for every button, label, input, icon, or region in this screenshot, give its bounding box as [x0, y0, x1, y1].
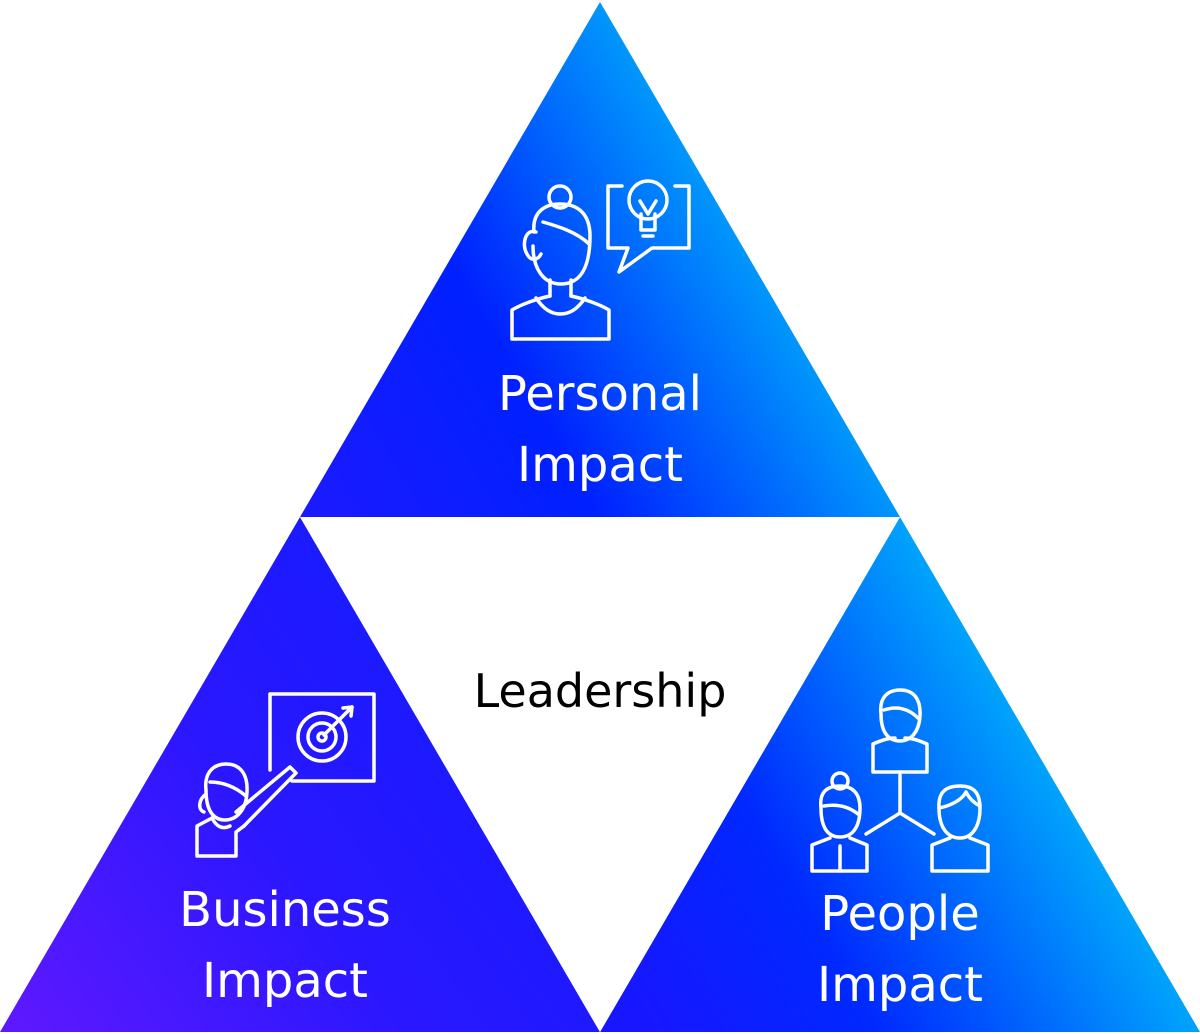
- woman-idea-icon: [510, 179, 691, 341]
- triangle-personal-impact: [300, 2, 900, 517]
- business-impact-label-line1: Business: [179, 882, 391, 938]
- people-impact-label-line1: People: [820, 886, 979, 942]
- business-impact-label-line2: Impact: [202, 953, 368, 1009]
- personal-impact-label-line1: Personal: [498, 366, 702, 422]
- leadership-label: Leadership: [474, 664, 727, 718]
- triangle-business-impact: [0, 517, 600, 1032]
- triangle-leadership-center: [300, 517, 900, 1032]
- people-impact-label-line2: Impact: [817, 957, 983, 1013]
- team-network-icon: [810, 688, 990, 873]
- woman-target-icon: [195, 692, 376, 858]
- personal-impact-label-line2: Impact: [517, 437, 683, 493]
